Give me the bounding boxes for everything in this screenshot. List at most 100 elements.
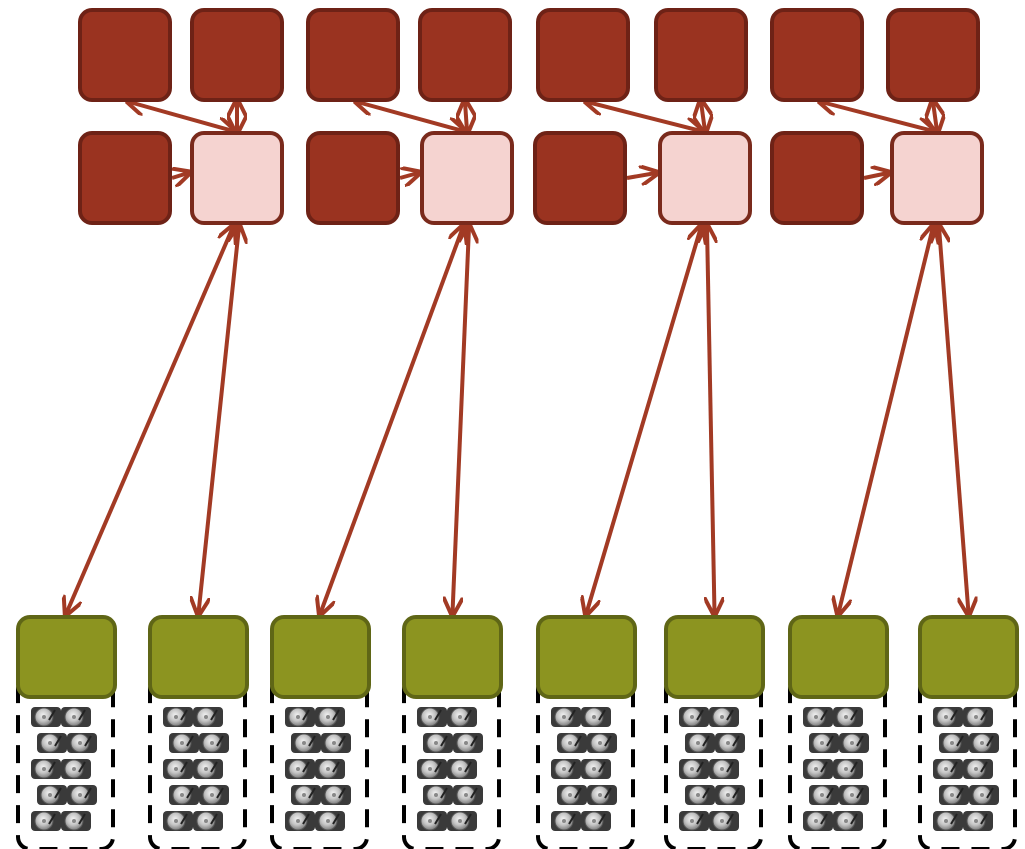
storage-server-5 bbox=[536, 615, 637, 849]
hard-disk-icon bbox=[66, 784, 98, 806]
compute-node-top-left-3 bbox=[536, 8, 630, 102]
hard-disk-icon bbox=[714, 784, 746, 806]
hard-disk-icon bbox=[422, 784, 454, 806]
edge-top-right-aggregator-2 bbox=[465, 102, 467, 131]
edges-layer bbox=[67, 102, 969, 613]
hard-disk-icon bbox=[838, 784, 870, 806]
hard-disk-icon bbox=[678, 706, 710, 728]
hard-disk-icon bbox=[678, 758, 710, 780]
hard-disk-icon bbox=[586, 784, 618, 806]
storage-node-8 bbox=[918, 615, 1019, 699]
edge-top-left-aggregator-2 bbox=[358, 102, 464, 131]
hard-disk-icon bbox=[60, 758, 92, 780]
hard-disk-icon bbox=[416, 758, 448, 780]
storage-server-3 bbox=[270, 615, 371, 849]
hard-disk-icon bbox=[708, 706, 740, 728]
hard-disk-icon bbox=[580, 758, 612, 780]
hard-disk-icon bbox=[60, 706, 92, 728]
storage-node-4 bbox=[402, 615, 503, 699]
hard-disk-icon bbox=[832, 706, 864, 728]
edge-aggregator-storage-b-3 bbox=[707, 227, 715, 613]
hard-disk-icon bbox=[314, 706, 346, 728]
hard-disk-icon bbox=[684, 784, 716, 806]
storage-server-8 bbox=[918, 615, 1019, 849]
hard-disk-icon bbox=[60, 810, 92, 832]
hard-disk-icon bbox=[452, 784, 484, 806]
compute-node-top-right-3 bbox=[654, 8, 748, 102]
hard-disk-icon bbox=[192, 706, 224, 728]
hard-disk-icon bbox=[284, 758, 316, 780]
compute-node-top-right-4 bbox=[886, 8, 980, 102]
hard-disk-icon bbox=[968, 732, 1000, 754]
storage-node-3 bbox=[270, 615, 371, 699]
hard-disk-icon bbox=[284, 810, 316, 832]
hard-disk-icon bbox=[808, 784, 840, 806]
edge-left-aggregator-3 bbox=[626, 173, 656, 178]
edge-left-aggregator-4 bbox=[863, 173, 888, 178]
aggregator-node-1 bbox=[190, 131, 284, 225]
hard-disk-icon bbox=[962, 810, 994, 832]
storage-node-5 bbox=[536, 615, 637, 699]
storage-server-1 bbox=[16, 615, 117, 849]
edge-aggregator-storage-a-4 bbox=[839, 227, 934, 613]
hard-disk-icon bbox=[416, 810, 448, 832]
edge-aggregator-storage-a-2 bbox=[321, 227, 464, 613]
storage-server-7 bbox=[788, 615, 889, 849]
edge-aggregator-storage-a-1 bbox=[67, 227, 234, 613]
storage-layer bbox=[16, 615, 1019, 849]
hard-disk-icon bbox=[446, 810, 478, 832]
hard-disk-icon bbox=[962, 758, 994, 780]
hard-disk-icon bbox=[938, 732, 970, 754]
storage-node-6 bbox=[664, 615, 765, 699]
hard-disk-icon bbox=[550, 810, 582, 832]
hard-disk-icon bbox=[968, 784, 1000, 806]
compute-node-top-right-1 bbox=[190, 8, 284, 102]
storage-server-2 bbox=[148, 615, 249, 849]
hard-disk-icon bbox=[932, 810, 964, 832]
hard-disk-icon bbox=[832, 758, 864, 780]
compute-node-left-4 bbox=[770, 131, 864, 225]
hard-disk-icon bbox=[802, 706, 834, 728]
hard-disk-icon bbox=[556, 732, 588, 754]
edge-aggregator-storage-b-4 bbox=[939, 227, 969, 613]
hard-disk-icon bbox=[416, 706, 448, 728]
compute-node-top-left-4 bbox=[770, 8, 864, 102]
hard-disk-icon bbox=[586, 732, 618, 754]
aggregator-node-2 bbox=[420, 131, 514, 225]
compute-node-left-1 bbox=[78, 131, 172, 225]
edge-top-right-aggregator-3 bbox=[701, 102, 705, 131]
storage-node-1 bbox=[16, 615, 117, 699]
nodes-layer bbox=[78, 8, 984, 225]
edge-top-left-aggregator-4 bbox=[822, 102, 934, 131]
hard-disk-icon bbox=[30, 810, 62, 832]
hard-disk-icon bbox=[320, 732, 352, 754]
hard-disk-icon bbox=[580, 810, 612, 832]
storage-node-7 bbox=[788, 615, 889, 699]
hard-disk-icon bbox=[314, 810, 346, 832]
hard-disk-icon bbox=[422, 732, 454, 754]
aggregator-node-3 bbox=[658, 131, 752, 225]
hard-disk-icon bbox=[808, 732, 840, 754]
edge-aggregator-storage-a-3 bbox=[587, 227, 702, 613]
compute-node-top-left-2 bbox=[306, 8, 400, 102]
hard-disk-icon bbox=[714, 732, 746, 754]
storage-server-6 bbox=[664, 615, 765, 849]
edge-aggregator-storage-b-1 bbox=[199, 227, 240, 613]
compute-node-left-3 bbox=[533, 131, 627, 225]
edge-left-aggregator-1 bbox=[172, 173, 188, 178]
hard-disk-icon bbox=[550, 706, 582, 728]
hard-disk-icon bbox=[162, 706, 194, 728]
hard-disk-icon bbox=[30, 758, 62, 780]
hard-disk-icon bbox=[446, 758, 478, 780]
hard-disk-icon bbox=[962, 706, 994, 728]
hard-disk-icon bbox=[320, 784, 352, 806]
compute-node-left-2 bbox=[306, 131, 400, 225]
hard-disk-icon bbox=[932, 706, 964, 728]
hard-disk-icon bbox=[838, 732, 870, 754]
hard-disk-icon bbox=[708, 810, 740, 832]
hard-disk-icon bbox=[30, 706, 62, 728]
hard-disk-icon bbox=[446, 706, 478, 728]
edge-top-left-aggregator-1 bbox=[130, 102, 234, 131]
hard-disk-icon bbox=[168, 732, 200, 754]
